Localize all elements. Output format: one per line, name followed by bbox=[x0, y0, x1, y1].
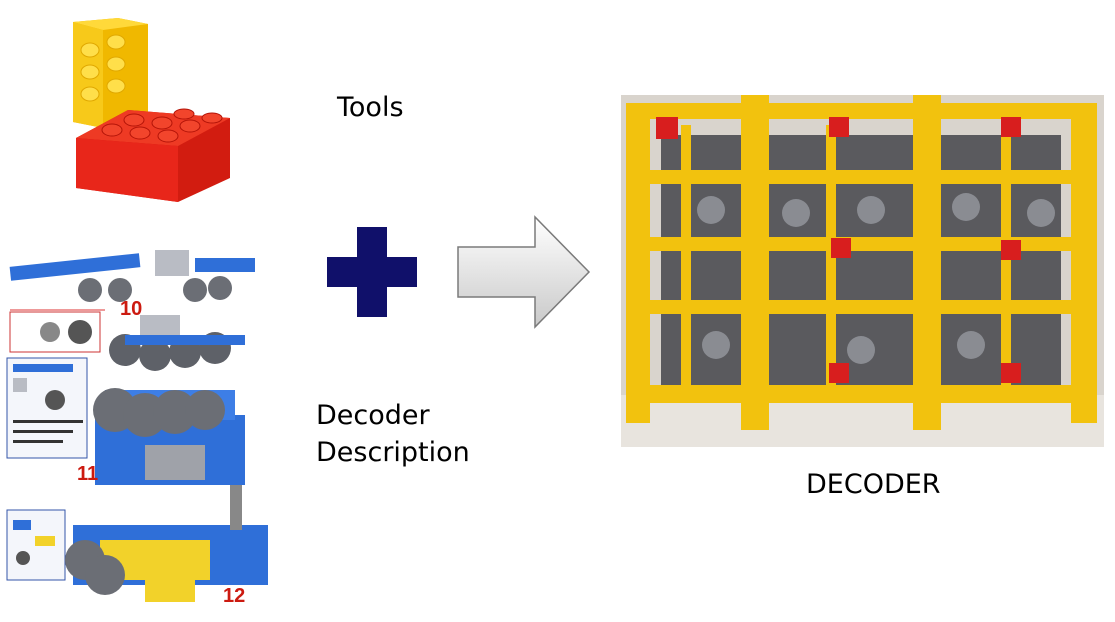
plus-icon bbox=[327, 227, 417, 317]
description-line-2: Description bbox=[316, 437, 470, 468]
decoder-machine-image bbox=[621, 95, 1104, 447]
lego-bricks-image bbox=[73, 18, 230, 202]
decoder-description-label: Decoder Description bbox=[316, 397, 470, 471]
instructions-image: 10 11 12 bbox=[5, 240, 275, 612]
description-line-1: Decoder bbox=[316, 400, 430, 431]
right-arrow-icon bbox=[457, 215, 591, 329]
tools-label: Tools bbox=[337, 92, 404, 123]
decoder-label: DECODER bbox=[806, 469, 941, 500]
step-number: 11 bbox=[77, 463, 98, 485]
step-number: 12 bbox=[223, 585, 245, 607]
step-10-assembly: 10 bbox=[9, 250, 255, 320]
step-12-assembly: 12 bbox=[65, 485, 268, 607]
step-number: 10 bbox=[120, 298, 142, 320]
step-11-assembly: 11 bbox=[77, 388, 245, 485]
